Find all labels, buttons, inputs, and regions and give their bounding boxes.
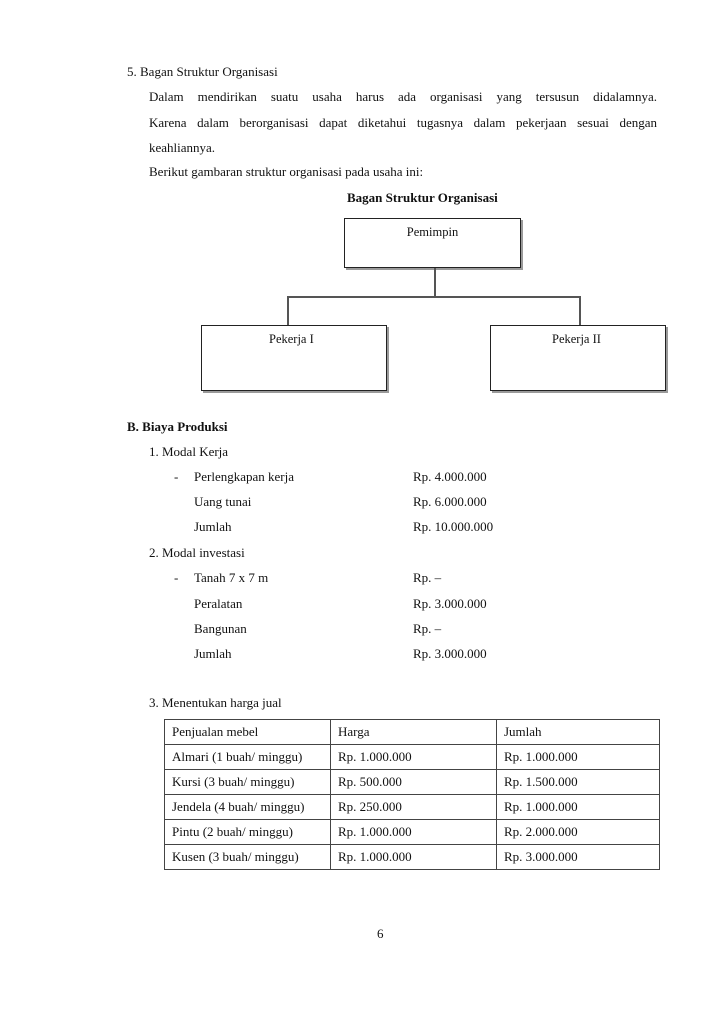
modal-investasi-item-label: Bangunan — [194, 621, 247, 636]
section-5-para-line-2: Karena dalam berorganisasi dapat diketah… — [149, 115, 657, 130]
table-cell: Almari (1 buah/ minggu) — [164, 744, 331, 770]
harga-jual-title: 3. Menentukan harga jual — [149, 695, 282, 710]
modal-investasi-title: 2. Modal investasi — [149, 545, 245, 560]
table-cell: Rp. 2.000.000 — [496, 819, 660, 845]
org-chart-title: Bagan Struktur Organisasi — [347, 190, 498, 205]
page-number: 6 — [377, 926, 384, 941]
org-box-pemimpin: Pemimpin — [344, 218, 521, 268]
modal-kerja-item-value: Rp. 4.000.000 — [413, 469, 487, 484]
section-5-para-line-1: Dalam mendirikan suatu usaha harus ada o… — [149, 89, 657, 104]
table-cell: Rp. 250.000 — [330, 794, 497, 820]
modal-investasi-item-value: Rp. – — [413, 621, 442, 636]
modal-kerja-bullet: - — [174, 469, 179, 484]
table-header-cell: Harga — [330, 719, 497, 745]
org-connector-horizontal — [287, 296, 581, 298]
table-cell: Pintu (2 buah/ minggu) — [164, 819, 331, 845]
modal-kerja-item-label: Uang tunai — [194, 494, 252, 509]
table-cell: Rp. 1.000.000 — [496, 794, 660, 820]
table-cell: Rp. 1.000.000 — [330, 744, 497, 770]
org-box-pekerja-2: Pekerja II — [490, 325, 666, 391]
org-connector-vertical-top — [434, 268, 436, 297]
table-cell: Rp. 500.000 — [330, 769, 497, 795]
section-5-intro: Berikut gambaran struktur organisasi pad… — [149, 164, 424, 179]
table-row: Almari (1 buah/ minggu) Rp. 1.000.000 Rp… — [164, 744, 660, 770]
modal-investasi-total-label: Jumlah — [194, 646, 232, 661]
table-cell: Kusen (3 buah/ minggu) — [164, 844, 331, 870]
table-cell: Jendela (4 buah/ minggu) — [164, 794, 331, 820]
modal-investasi-item-value: Rp. 3.000.000 — [413, 596, 487, 611]
org-connector-right — [579, 296, 581, 326]
org-label-pekerja-2: Pekerja II — [552, 332, 601, 346]
table-cell: Kursi (3 buah/ minggu) — [164, 769, 331, 795]
table-header-row: Penjualan mebel Harga Jumlah — [164, 719, 660, 745]
modal-investasi-bullet: - — [174, 570, 179, 585]
modal-kerja-total-value: Rp. 10.000.000 — [413, 519, 494, 534]
modal-investasi-item-label: Peralatan — [194, 596, 243, 611]
table-row: Jendela (4 buah/ minggu) Rp. 250.000 Rp.… — [164, 794, 660, 820]
table-cell: Rp. 1.000.000 — [330, 819, 497, 845]
modal-investasi-item-label: Tanah 7 x 7 m — [194, 570, 269, 585]
org-label-pekerja-1: Pekerja I — [269, 332, 314, 346]
modal-kerja-title: 1. Modal Kerja — [149, 444, 229, 459]
modal-investasi-total-value: Rp. 3.000.000 — [413, 646, 487, 661]
modal-kerja-item-value: Rp. 6.000.000 — [413, 494, 487, 509]
table-cell: Rp. 1.000.000 — [496, 744, 660, 770]
modal-investasi-item-value: Rp. – — [413, 570, 442, 585]
section-5-heading: 5. Bagan Struktur Organisasi — [127, 64, 278, 79]
harga-jual-table: Penjualan mebel Harga Jumlah Almari (1 b… — [164, 719, 660, 870]
table-row: Kusen (3 buah/ minggu) Rp. 1.000.000 Rp.… — [164, 844, 660, 870]
org-connector-left — [287, 296, 289, 326]
table-row: Pintu (2 buah/ minggu) Rp. 1.000.000 Rp.… — [164, 819, 660, 845]
table-row: Kursi (3 buah/ minggu) Rp. 500.000 Rp. 1… — [164, 769, 660, 795]
table-cell: Rp. 1.500.000 — [496, 769, 660, 795]
table-cell: Rp. 3.000.000 — [496, 844, 660, 870]
modal-kerja-item-label: Perlengkapan kerja — [194, 469, 294, 484]
table-header-cell: Penjualan mebel — [164, 719, 331, 745]
section-b-heading: B. Biaya Produksi — [127, 419, 228, 434]
modal-kerja-total-label: Jumlah — [194, 519, 232, 534]
section-5-para-line-3: keahliannya. — [149, 140, 216, 155]
table-cell: Rp. 1.000.000 — [330, 844, 497, 870]
table-header-cell: Jumlah — [496, 719, 660, 745]
org-label-pemimpin: Pemimpin — [406, 225, 459, 239]
org-box-pekerja-1: Pekerja I — [201, 325, 387, 391]
